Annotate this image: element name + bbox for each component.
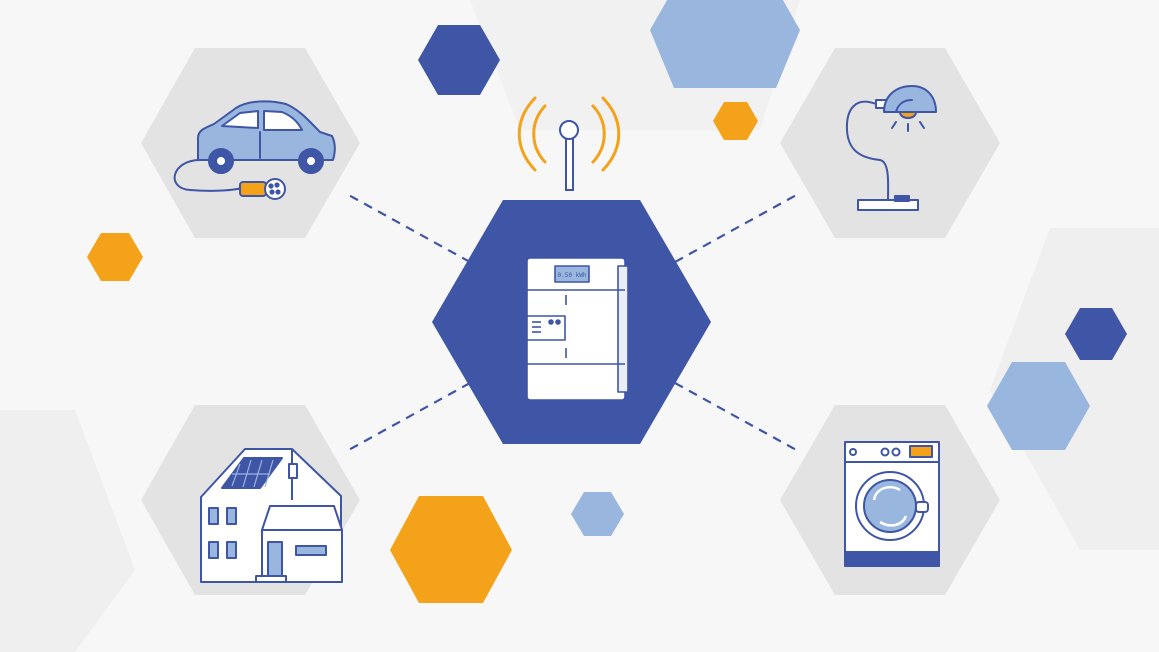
- washing-machine-icon: [844, 441, 940, 567]
- blue-hexagon: [1065, 308, 1127, 360]
- connection-line-house: [344, 382, 471, 453]
- connection-line-washer: [674, 382, 801, 453]
- device-node-washing-machine: [780, 405, 1000, 595]
- electric-car-charging-icon: [173, 100, 336, 200]
- meter-display-text: 0.50 kWh: [558, 272, 587, 279]
- desk-lamp-icon: [845, 85, 937, 211]
- light-blue-hexagon: [650, 0, 800, 88]
- light-blue-hexagon: [571, 492, 624, 536]
- decorative-hexagons: [87, 0, 1127, 603]
- house-with-solar-panel-icon: [200, 448, 343, 583]
- connection-line-lamp: [674, 192, 801, 263]
- background-hexagon-left: [0, 410, 135, 652]
- smart-meter-node: 0.50 kWh: [432, 96, 711, 444]
- device-node-electric-car: [141, 48, 360, 238]
- device-node-desk-lamp: [780, 48, 1000, 238]
- device-tile: [780, 48, 1000, 238]
- orange-hexagon: [713, 102, 758, 140]
- electricity-meter-icon: 0.50 kWh: [526, 257, 629, 401]
- connection-lines: [344, 192, 801, 453]
- orange-hexagon: [87, 233, 143, 281]
- wireless-antenna-icon: [517, 96, 621, 191]
- light-blue-hexagon: [987, 362, 1090, 450]
- blue-hexagon: [418, 25, 500, 95]
- device-node-solar-house: [141, 405, 360, 595]
- orange-hexagon: [390, 496, 512, 603]
- connection-line-car: [344, 192, 471, 263]
